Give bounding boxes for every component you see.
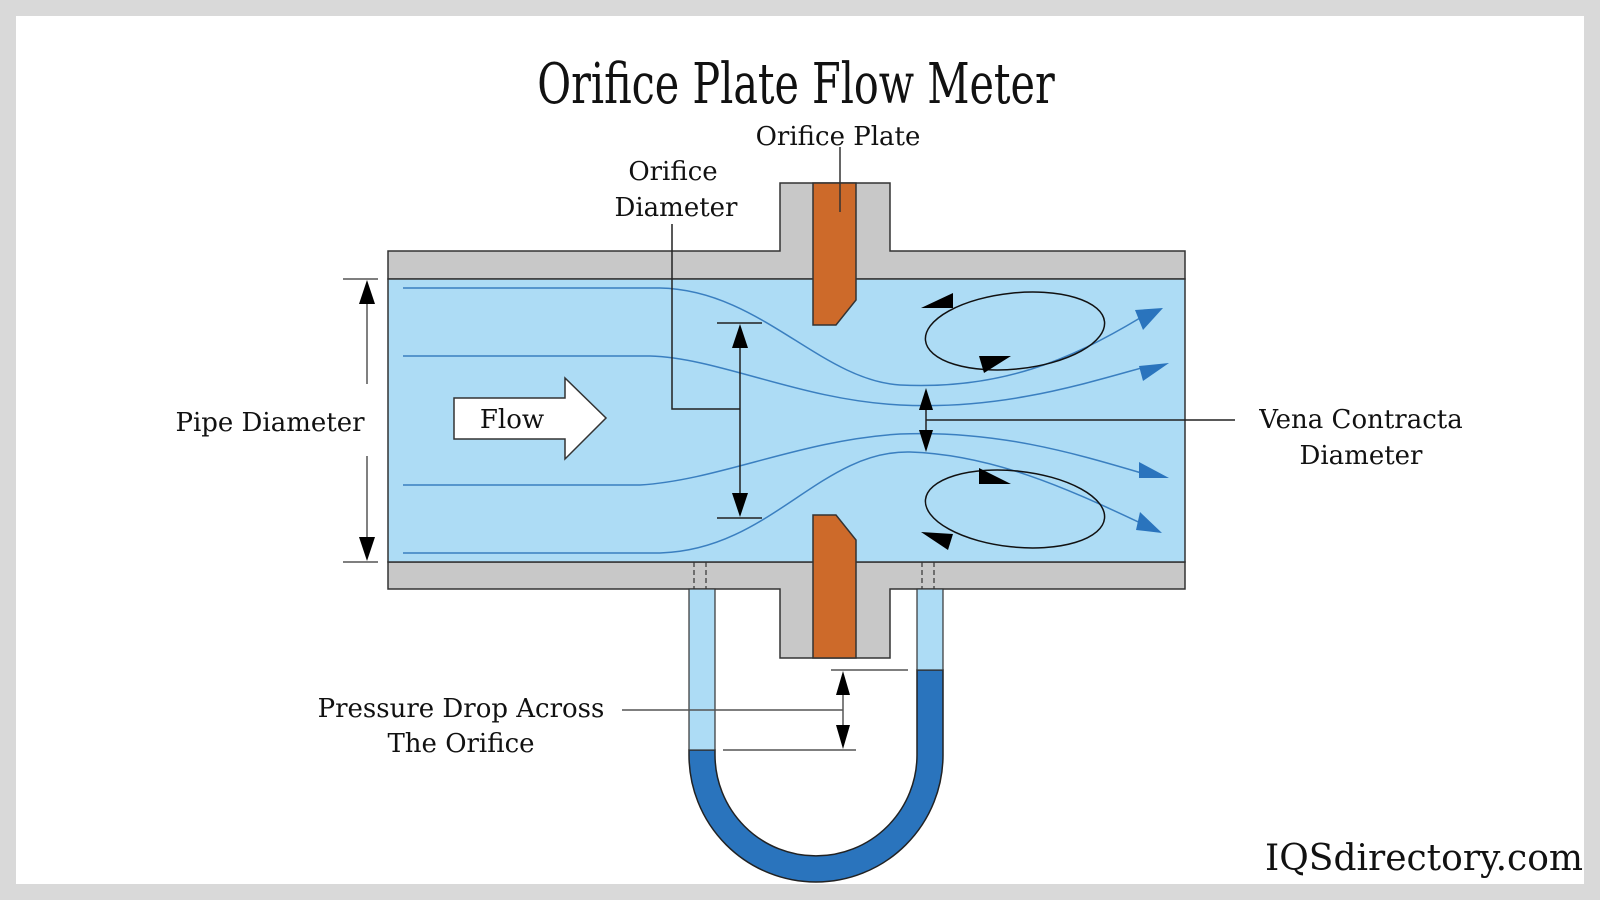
arrow-up-icon	[919, 388, 933, 410]
vena-contracta-label-line2: Diameter	[1300, 441, 1424, 471]
pressure-drop-label-line1: Pressure Drop Across	[318, 694, 605, 724]
pressure-drop-label-line2: The Orifice	[387, 729, 534, 759]
arrow-down-icon	[836, 725, 850, 749]
arrow-up-icon	[732, 324, 748, 348]
lower-eddy	[924, 469, 1106, 549]
flow-arrowhead-icon	[1139, 363, 1169, 381]
manometer-right-tube	[916, 588, 944, 671]
orifice-plate-label: Orifice Plate	[756, 122, 921, 152]
upper-flange	[387, 182, 1186, 280]
streamline	[403, 355, 1146, 407]
streamline	[403, 451, 1146, 554]
orifice-diameter-label-line1: Orifice	[628, 157, 717, 187]
vena-contracta-label-line1: Vena Contracta	[1258, 405, 1462, 435]
eddy-arrow-icon	[979, 468, 1011, 484]
flow-label: Flow	[480, 405, 544, 435]
eddy-arrow-icon	[921, 532, 953, 550]
streamlines	[403, 287, 1146, 554]
flow-arrowhead-icon	[1139, 462, 1169, 478]
arrow-up-icon	[359, 280, 375, 304]
manometer-left-tube	[688, 588, 716, 751]
eddy-arrow-icon	[921, 293, 953, 308]
streamline	[403, 287, 1141, 387]
manometer-liquid	[688, 669, 944, 883]
arrow-down-icon	[732, 493, 748, 517]
arrow-down-icon	[919, 430, 933, 452]
arrow-up-icon	[836, 671, 850, 695]
brand-watermark: IQSdirectory.com	[1265, 838, 1583, 879]
streamline	[403, 432, 1146, 486]
flow-direction-arrow	[453, 376, 608, 461]
eddy-arrow-icon	[979, 356, 1011, 373]
pipe-diameter-label: Pipe Diameter	[175, 408, 365, 438]
upper-eddy	[924, 291, 1106, 371]
arrow-down-icon	[359, 537, 375, 561]
flow-arrowhead-icon	[1136, 512, 1162, 533]
flow-arrowhead-icon	[1135, 308, 1163, 330]
orifice-diameter-label-line2: Diameter	[615, 193, 739, 223]
lower-flange	[387, 561, 1186, 659]
orifice-plate-bottom	[812, 514, 857, 659]
diagram-title: Orifice Plate Flow Meter	[537, 52, 1055, 118]
orifice-plate-top	[812, 182, 857, 326]
